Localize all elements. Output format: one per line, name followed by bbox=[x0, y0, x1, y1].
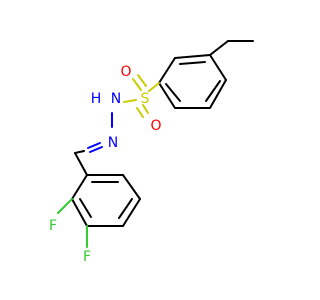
sulfur-label: S bbox=[141, 91, 150, 107]
bond bbox=[158, 57, 176, 84]
toluene-ring bbox=[158, 40, 254, 109]
bond bbox=[165, 83, 181, 102]
imine-nitrogen-label: N bbox=[108, 135, 118, 151]
bond bbox=[174, 54, 211, 59]
oxygen-bottom-label: O bbox=[150, 118, 161, 134]
fluorine-left-label: F bbox=[49, 218, 57, 234]
difluorophenyl-ring bbox=[57, 174, 141, 248]
bond bbox=[132, 78, 142, 91]
bond bbox=[87, 142, 101, 149]
bond bbox=[148, 82, 160, 92]
bond bbox=[74, 152, 88, 176]
bond bbox=[179, 61, 206, 65]
oxygen-top-label: O bbox=[120, 64, 131, 80]
hydrazone-linker bbox=[74, 112, 113, 176]
bond bbox=[71, 198, 88, 227]
bond bbox=[122, 174, 141, 200]
bond bbox=[57, 198, 73, 214]
bond bbox=[158, 82, 176, 109]
bond bbox=[71, 174, 88, 200]
bond bbox=[89, 146, 103, 153]
bond bbox=[209, 79, 227, 109]
molecule-diagram: O S O H N N F F bbox=[49, 40, 254, 265]
bond bbox=[118, 198, 133, 219]
bond bbox=[209, 54, 227, 81]
bond bbox=[79, 198, 92, 218]
bond bbox=[74, 150, 85, 154]
bond bbox=[123, 99, 137, 103]
bond bbox=[137, 74, 147, 87]
hydrazine-hydrogen-label: H bbox=[91, 91, 102, 107]
fluorine-bottom-label: F bbox=[83, 249, 91, 265]
sulfonyl-group bbox=[123, 74, 160, 118]
structure-canvas: O S O H N N F F bbox=[48, 40, 254, 265]
bond bbox=[142, 104, 149, 114]
bond bbox=[122, 198, 141, 227]
bond bbox=[205, 80, 221, 102]
amine-nitrogen-label: N bbox=[111, 91, 121, 107]
bond bbox=[209, 40, 229, 56]
bond bbox=[136, 107, 144, 118]
